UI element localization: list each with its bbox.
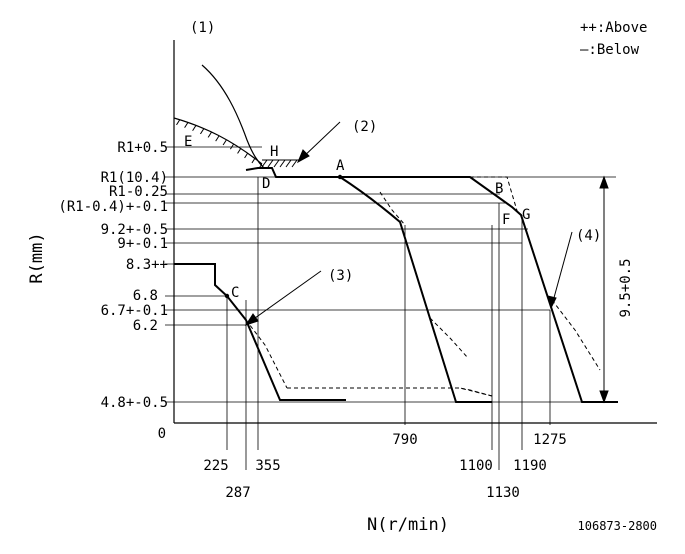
point-label-f: F xyxy=(502,212,510,228)
figure-id: 106873-2800 xyxy=(578,519,657,533)
y-label-r1-plus: R1+0.5 xyxy=(117,140,168,156)
callout-2: (2) xyxy=(352,119,377,135)
x-label-790: 790 xyxy=(392,432,417,448)
x-label-225: 225 xyxy=(203,458,228,474)
y-label-9-2: 9.2+-0.5 xyxy=(101,222,168,238)
y-axis-title: R(mm) xyxy=(27,232,47,283)
curve-points xyxy=(224,174,343,299)
callout-1: (1) xyxy=(190,20,215,36)
x-label-287: 287 xyxy=(225,485,250,501)
x-label-1190: 1190 xyxy=(513,458,547,474)
dashed-tolerance-curves xyxy=(245,176,601,397)
y-label-4-8: 4.8+-0.5 xyxy=(101,395,168,411)
x-axis-title: N(r/min) xyxy=(367,515,449,535)
point-label-e: E xyxy=(184,134,192,150)
callout-3: (3) xyxy=(328,268,353,284)
hatch-region-h xyxy=(261,159,300,168)
x-label-1100: 1100 xyxy=(459,458,493,474)
point-label-a: A xyxy=(336,158,345,174)
y-label-8-3: 8.3++ xyxy=(126,257,168,273)
callout-4: (4) xyxy=(576,228,601,244)
legend-below: —:Below xyxy=(580,42,640,58)
origin-label: 0 xyxy=(158,426,166,442)
point-label-g: G xyxy=(522,207,530,223)
y-label-r1-minus: R1-0.25 xyxy=(109,184,168,200)
vertical-reference-lines xyxy=(226,177,551,470)
horizontal-reference-lines xyxy=(165,146,616,403)
dimension-arrow xyxy=(599,175,609,404)
point-label-b: B xyxy=(495,181,503,197)
full-load-curve-right xyxy=(340,176,618,403)
point-label-d: D xyxy=(262,176,270,192)
dimension-label: 9.5+0.5 xyxy=(618,258,634,317)
full-load-curve xyxy=(245,167,492,403)
y-label-r1: R1(10.4) xyxy=(101,170,168,186)
y-label-6-7: 6.7+-0.1 xyxy=(101,303,168,319)
x-label-1130: 1130 xyxy=(486,485,520,501)
y-label-9: 9+-0.1 xyxy=(117,236,168,252)
upper-limit-curve xyxy=(201,64,265,169)
y-label-6-8: 6.8 xyxy=(133,288,158,304)
x-label-355: 355 xyxy=(255,458,280,474)
legend-above: ++:Above xyxy=(580,20,647,36)
x-label-1275: 1275 xyxy=(533,432,567,448)
idle-curve xyxy=(174,263,346,401)
point-label-c: C xyxy=(231,285,239,301)
callout-leaders xyxy=(244,121,573,326)
y-label-6-2: 6.2 xyxy=(133,318,158,334)
point-label-h: H xyxy=(270,144,278,160)
y-label-r1-04: (R1-0.4)+-0.1 xyxy=(58,199,168,215)
